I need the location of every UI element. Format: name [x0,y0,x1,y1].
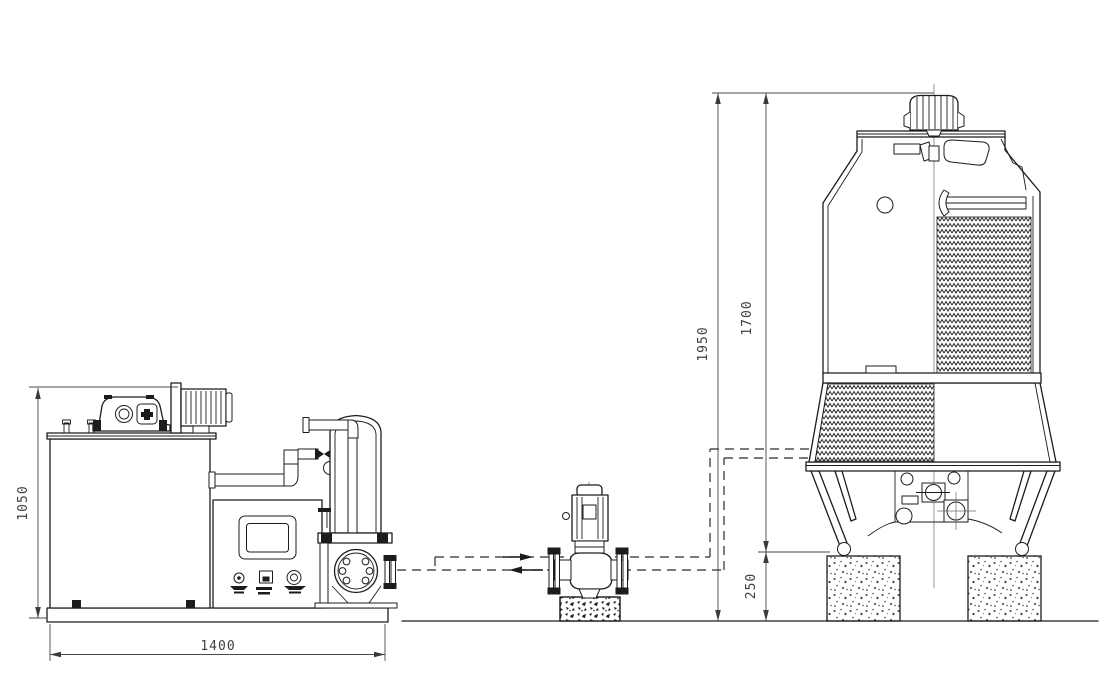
dim-label-1950: 1950 [696,326,711,361]
tank-foot-bolt [72,600,81,608]
dim-label-250: 250 [744,573,759,599]
fan-blades [893,139,990,166]
fill-pack-upper [936,216,1032,374]
agitator-motor [170,382,233,434]
dim-label-1050: 1050 [16,485,31,520]
vessel-drop-pipe [347,437,358,534]
cooling-tower: 1950 1700 250 [696,84,1061,622]
evaporator-tank [49,438,211,609]
machine-water-pump [314,532,398,609]
casing-band [822,372,1042,384]
dimension-tower: 1950 1700 250 [696,92,934,621]
vessel-side-valve [318,508,331,528]
control-labels [230,586,306,595]
machine-base-skid [46,607,389,623]
control-knob[interactable] [286,570,302,585]
pump-mount-plate [317,532,393,544]
flow-arrow-to-machine [509,566,543,574]
flow-arrow-to-tower [503,553,533,561]
valve-handle[interactable] [315,448,324,460]
foundation-block-right [967,555,1042,622]
basin-connections [867,471,1003,537]
flake-ice-machine: 1050 1400 [16,382,398,661]
inline-circulation-pump [547,482,629,622]
pump-motor [562,484,609,542]
tower-foot-left [837,542,851,556]
refrigerant-piping [208,448,337,489]
dimension-machine-height: 1050 [16,386,178,619]
tank-foot-bolt [186,600,195,608]
pump-discharge-flange [615,547,629,595]
dim-label-1400: 1400 [200,639,235,654]
control-cabinet [212,499,323,609]
anchor-studs [62,419,96,434]
tower-foot-right [1015,542,1029,556]
pump-suction-flange [547,547,561,595]
water-distributor [938,138,1027,217]
tower-leg-inner-left [834,470,857,522]
band-tab [865,365,897,374]
fill-pack-lower [814,383,935,462]
agitator-gearbox [92,395,171,432]
basin-rim [805,461,1061,472]
dim-label-1700: 1700 [740,300,755,335]
fan-motor [903,94,965,137]
dimension-machine-length: 1400 [49,624,386,661]
gearbox-plug [141,409,153,420]
access-hole [876,196,894,214]
display-screen [246,523,289,553]
accumulator-vessel [302,414,382,534]
tower-shell-left [822,136,858,374]
pump-discharge-flange [383,555,397,589]
tower-leg-inner-right [1009,470,1032,522]
vessel-top-pipe [305,419,349,431]
cooling-water-pipelines [397,448,813,574]
foundation-block-left [826,555,901,622]
